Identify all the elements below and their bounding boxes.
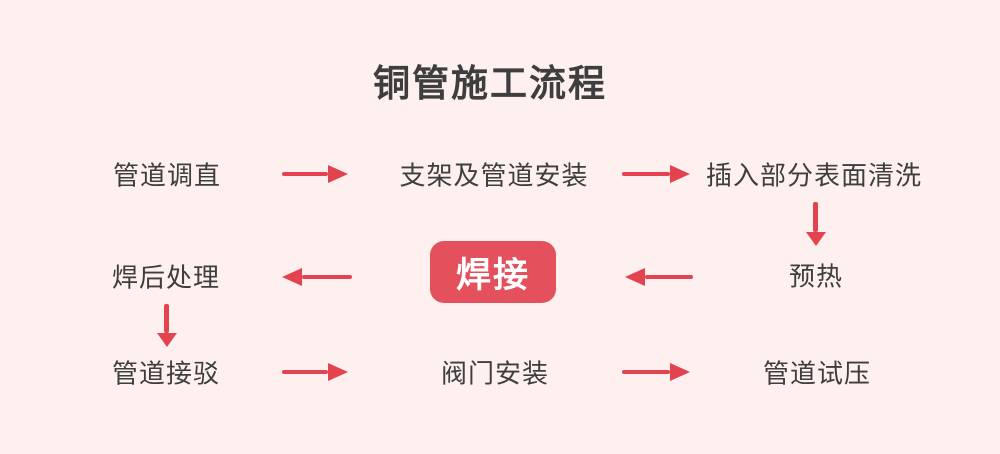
arrow-left-icon: [645, 275, 693, 279]
node-valve-installation: 阀门安装: [440, 359, 550, 390]
page-title: 铜管施工流程: [373, 62, 607, 105]
node-preheating: 预热: [788, 262, 844, 293]
node-pipe-connection: 管道接驳: [111, 359, 221, 390]
arrow-down-icon: [164, 304, 169, 333]
node-bracket-and-pipe-install: 支架及管道安装: [399, 161, 589, 192]
node-pipe-straightening: 管道调直: [112, 161, 222, 192]
arrow-down-icon: [813, 202, 818, 232]
arrow-right-icon: [282, 370, 328, 374]
node-post-weld-treatment: 焊后处理: [111, 263, 221, 294]
arrow-right-icon: [622, 172, 670, 176]
node-pipe-pressure-test: 管道试压: [762, 359, 872, 390]
arrow-right-icon: [622, 370, 670, 374]
node-welding: 焊接: [430, 241, 556, 303]
arrow-left-icon: [302, 275, 352, 279]
arrow-right-icon: [282, 172, 328, 176]
node-insert-surface-cleaning: 插入部分表面清洗: [705, 161, 923, 192]
